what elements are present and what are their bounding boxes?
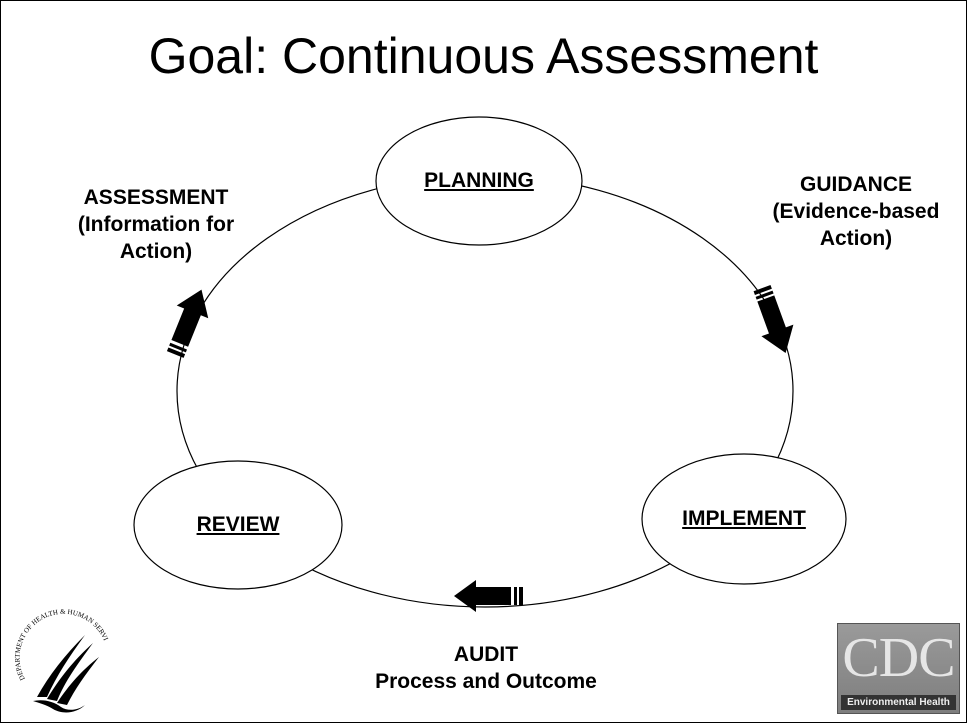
audit-line-2: Process and Outcome (375, 670, 597, 693)
cdc-logo-letters: CDC (842, 627, 955, 689)
implement-label: IMPLEMENT (682, 507, 806, 530)
cdc-logo-subtitle: Environmental Health (841, 695, 956, 710)
audit-line-1: AUDIT (453, 643, 519, 666)
audit-arrow-icon (454, 580, 523, 612)
planning-label: PLANNING (424, 169, 534, 192)
implement-node-shape (641, 453, 847, 585)
audit-label: AUDIT Process and Outcome (301, 641, 671, 695)
review-label: REVIEW (196, 513, 280, 536)
review-node-shape (133, 460, 343, 590)
guidance-line-2: (Evidence-based (772, 200, 940, 223)
assessment-line-2: (Information for (77, 213, 235, 236)
guidance-line-3: Action) (819, 227, 893, 250)
assessment-arrow-icon (166, 289, 209, 358)
assessment-line-1: ASSESSMENT (83, 186, 229, 209)
guidance-line-1: GUIDANCE (799, 173, 912, 196)
cdc-logo: CDC Environmental Health (837, 623, 960, 714)
guidance-arrow-icon (753, 285, 794, 353)
assessment-line-3: Action) (119, 240, 193, 263)
hhs-logo: DEPARTMENT OF HEALTH & HUMAN SERVICES · … (7, 605, 110, 713)
assessment-label: ASSESSMENT (Information for Action) (41, 184, 271, 265)
planning-node-shape (375, 116, 583, 246)
slide-title: Goal: Continuous Assessment (148, 28, 819, 84)
guidance-label: GUIDANCE (Evidence-based Action) (746, 171, 966, 252)
hhs-eagle-icon (33, 635, 99, 713)
